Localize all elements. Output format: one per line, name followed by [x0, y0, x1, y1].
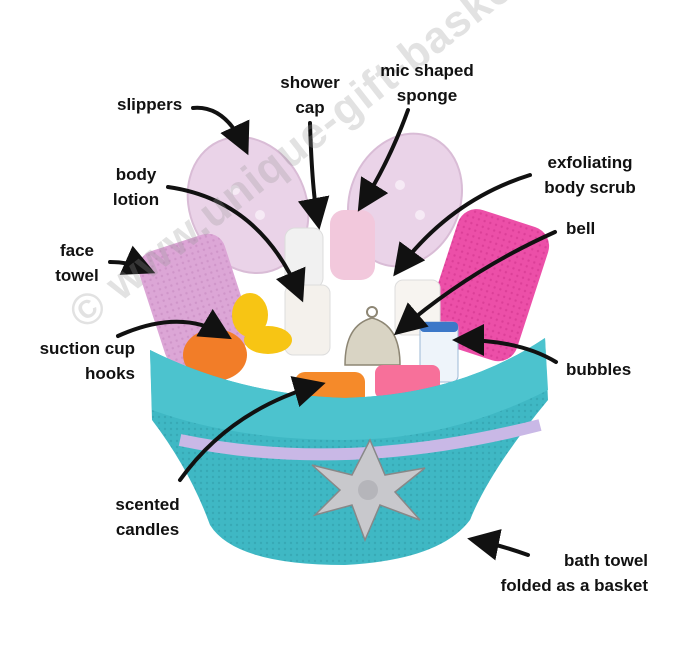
label-slippers: slippers	[117, 92, 182, 117]
arrow-candles	[178, 376, 326, 482]
arrow-suction	[116, 308, 232, 340]
body-lotion	[284, 284, 331, 356]
label-mic-sponge: mic shaped sponge	[368, 58, 486, 108]
label-bubbles-text: bubbles	[566, 360, 632, 379]
annotation-arrows	[108, 105, 558, 561]
label-bath-towel: bath towel folded as a basket	[480, 548, 648, 598]
label-mic-sponge-line2: sponge	[396, 86, 458, 105]
label-shower-cap-line1: shower	[280, 73, 340, 92]
label-bath-towel-line2: folded as a basket	[500, 576, 648, 595]
ribbon-bow	[311, 438, 426, 543]
label-mic-sponge-line1: mic shaped	[380, 61, 474, 80]
label-suction-cup-hooks: suction cup hooks	[20, 336, 135, 386]
suction-cup-hooks	[183, 293, 292, 381]
label-face-towel-line1: face	[59, 241, 95, 260]
arrow-slippers	[191, 105, 250, 156]
arrow-face-towel	[108, 245, 156, 275]
label-exfoliating-line1: exfoliating	[547, 153, 633, 172]
arrow-body-lotion	[166, 185, 306, 303]
label-scented-candles: scented candles	[100, 492, 195, 542]
label-exfoliating: exfoliating body scrub	[530, 150, 650, 200]
label-bubbles: bubbles	[566, 357, 631, 382]
label-body-lotion-line2: lotion	[112, 190, 160, 209]
arrow-exfoliating	[393, 173, 532, 277]
label-shower-cap: shower cap	[268, 70, 352, 120]
label-face-towel-line2: towel	[55, 266, 99, 285]
arrow-bubbles	[452, 324, 558, 364]
arrow-mic-sponge	[357, 108, 410, 212]
label-exfoliating-line2: body scrub	[544, 178, 636, 197]
label-suction-line1: suction cup	[39, 339, 135, 358]
mic-shaped-sponge	[330, 210, 375, 280]
label-slippers-text: slippers	[117, 95, 183, 114]
label-face-towel: face towel	[32, 238, 122, 288]
arrow-bell	[393, 230, 557, 336]
label-candles-line1: scented	[115, 495, 180, 514]
label-shower-cap-line2: cap	[295, 98, 325, 117]
label-candles-line2: candles	[115, 520, 180, 539]
bell	[344, 306, 401, 366]
arrow-bath-towel	[467, 529, 530, 561]
arrow-shower-cap	[297, 121, 330, 230]
label-body-lotion-line1: body	[115, 165, 157, 184]
label-bath-towel-line1: bath towel	[563, 551, 648, 570]
label-suction-line2: hooks	[84, 364, 135, 383]
label-bell-text: bell	[566, 219, 596, 238]
label-bell: bell	[566, 216, 595, 241]
label-body-lotion: body lotion	[96, 162, 176, 212]
